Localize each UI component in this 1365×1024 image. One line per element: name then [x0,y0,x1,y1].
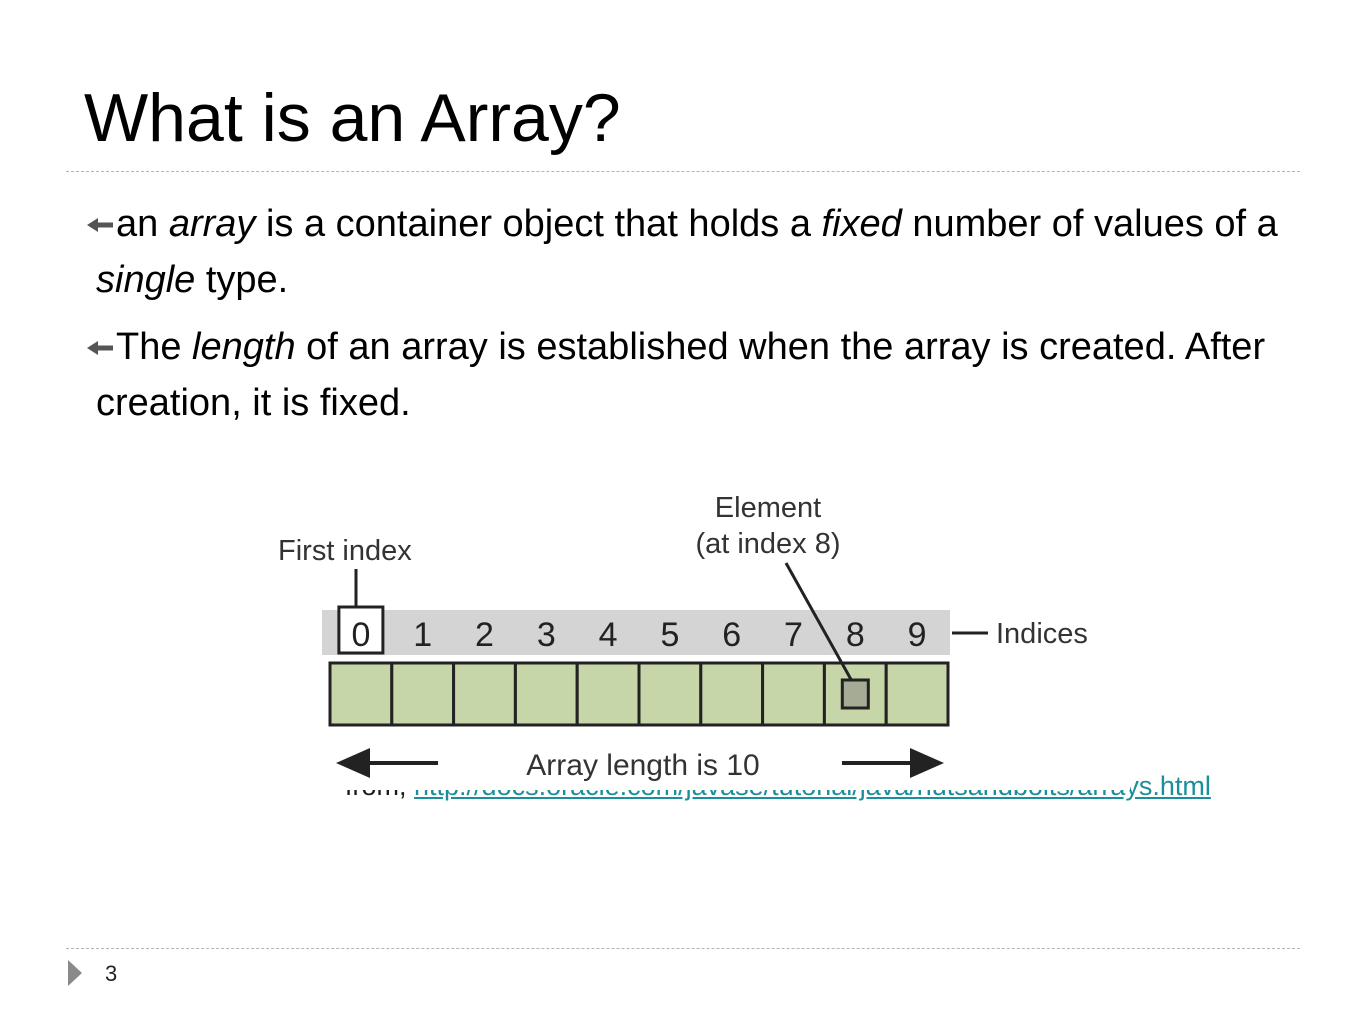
bullet-run: an [116,203,169,245]
index-number: 8 [846,616,865,654]
bullet-run: type. [195,259,289,301]
bullet-run-italic: length [192,326,296,368]
bullet-text-2: The length of an array is established wh… [96,326,1265,424]
index-number: 7 [784,616,803,654]
indices-label: Indices [996,618,1088,650]
arrow-left-icon [87,341,113,355]
element-label: Element [715,492,821,524]
bullet-run-italic: fixed [821,203,902,245]
bullet-run: The [116,326,193,368]
array-cell [575,661,641,727]
array-cell [884,661,950,727]
index-band [322,610,950,655]
index-number: 4 [599,616,618,654]
bullet-item: The length of an array is established wh… [86,319,1316,431]
play-triangle-icon [68,960,82,986]
index-labels: 0 1 2 3 4 5 6 7 8 9 [337,605,927,655]
bullet-list: an array is a container object that hold… [86,196,1316,442]
bullet-run: of an array is established when the arra… [96,326,1266,424]
index-number: 9 [908,616,927,654]
bullet-run-italic: single [96,259,196,301]
first-index-label: First index [278,535,412,567]
page-number: 3 [105,961,118,986]
bullet-run: is a container object that holds a [255,203,822,245]
array-cell [699,661,765,727]
bullet-text-1: an array is a container object that hold… [96,203,1278,301]
footer-divider [66,948,1300,949]
index-number: 1 [413,616,432,654]
length-arrow-left-head [336,748,370,778]
array-cell [452,661,517,727]
index-number: 2 [475,616,494,654]
array-diagram: First index Element (at index 8) Indices… [270,485,1130,790]
bullet-item: an array is a container object that hold… [86,196,1316,308]
array-diagram-svg: First index Element (at index 8) Indices… [278,492,1088,782]
element-pointer [784,562,853,681]
bullet-run: number of values of a [901,203,1278,245]
highlighted-element [840,678,870,710]
array-cell [637,661,703,727]
array-cell [328,661,394,727]
element-index-label: (at index 8) [695,528,840,560]
array-cells [328,661,950,727]
bullet-run-italic: array [168,203,256,245]
length-arrow-right-head [910,748,944,778]
array-cell [513,661,579,727]
array-cell [390,661,456,727]
index-number: 0 [351,616,370,654]
array-cell [761,661,826,727]
length-label: Array length is 10 [526,749,759,782]
index-number: 6 [722,616,741,654]
title-divider [66,171,1300,172]
first-index-box [337,605,385,655]
arrow-left-icon [87,218,113,232]
index-number: 3 [537,616,556,654]
slide-title: What is an Array? [84,80,621,156]
index-number: 5 [660,616,679,654]
